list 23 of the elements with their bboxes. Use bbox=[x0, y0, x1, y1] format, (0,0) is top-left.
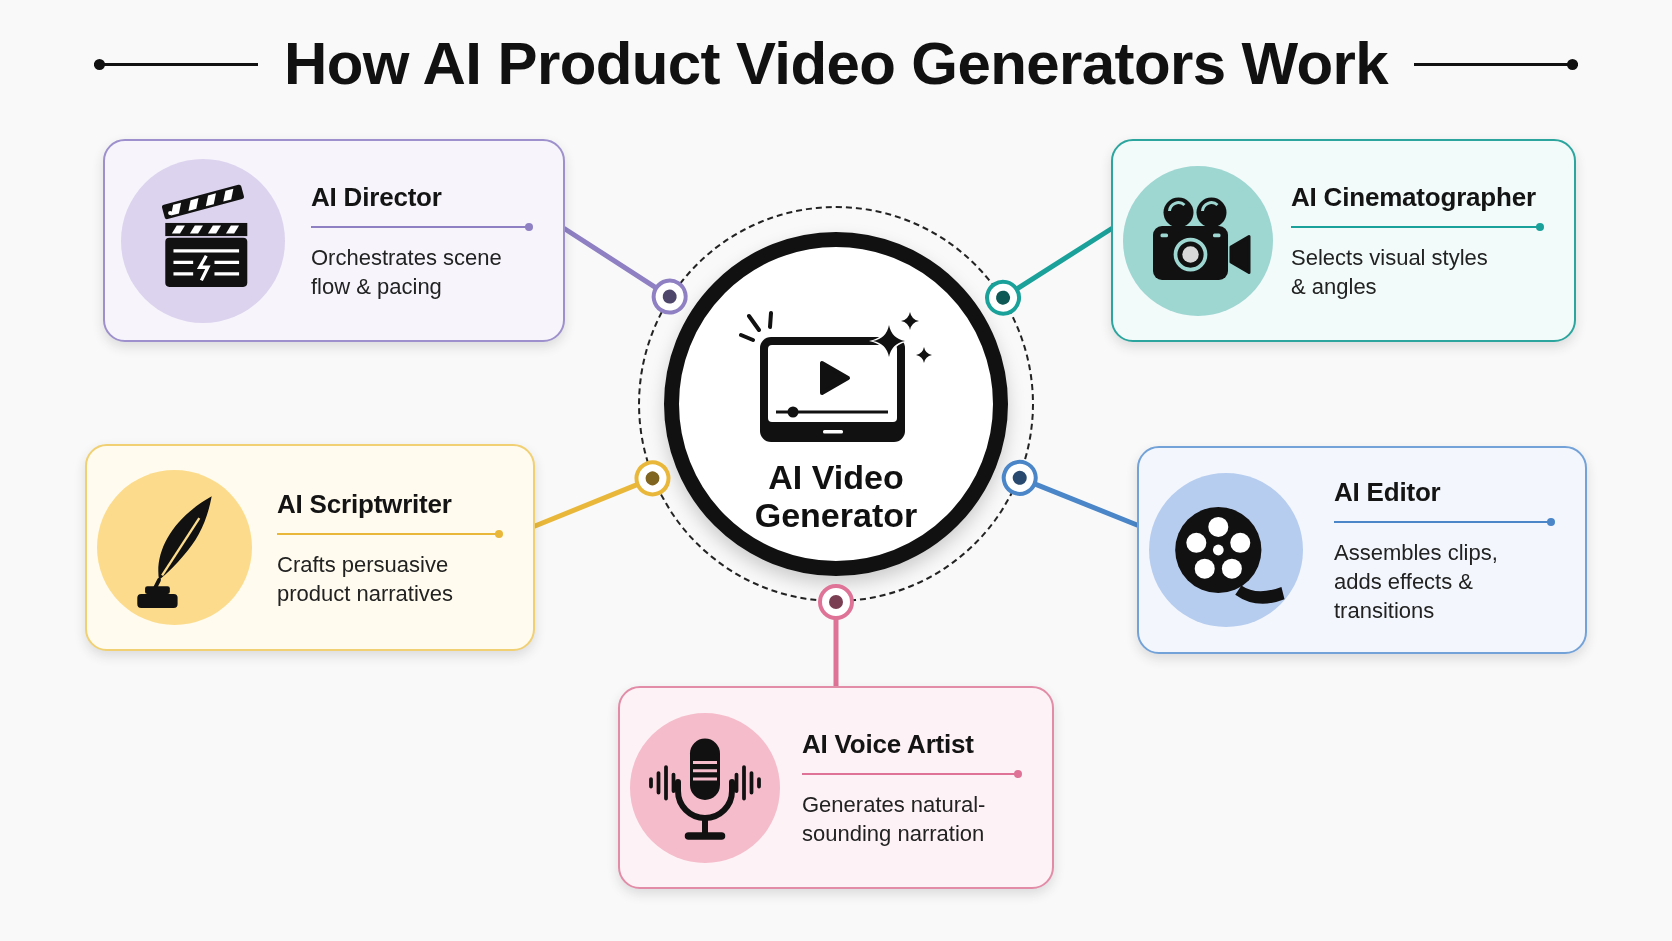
hub-circle bbox=[638, 206, 1034, 602]
card-heading: AI Director bbox=[311, 180, 442, 213]
connector bbox=[818, 584, 854, 689]
role-card bbox=[85, 444, 535, 651]
card-description: Crafts persuasive product narratives bbox=[277, 550, 455, 608]
connector bbox=[562, 226, 688, 315]
card-heading: AI Voice Artist bbox=[802, 727, 974, 760]
card-description: Generates natural-sounding narration bbox=[802, 790, 987, 848]
connector bbox=[985, 226, 1114, 316]
card-heading: AI Cinematographer bbox=[1291, 180, 1536, 213]
title: How AI Product Video Generators Work bbox=[283, 29, 1389, 99]
role-card bbox=[103, 139, 565, 342]
card-heading: AI Scriptwriter bbox=[277, 487, 452, 520]
connector bbox=[532, 460, 671, 529]
card-description: Assembles clips, adds effects & transitions bbox=[1334, 538, 1499, 625]
card-description: Orchestrates scene flow & pacing bbox=[311, 243, 503, 301]
role-card bbox=[618, 686, 1054, 889]
hub-label: AI Video Generator bbox=[753, 458, 919, 534]
role-card bbox=[1111, 139, 1576, 342]
card-description: Selects visual styles & angles bbox=[1291, 243, 1489, 301]
card-heading: AI Editor bbox=[1334, 475, 1441, 508]
connector bbox=[1001, 459, 1140, 528]
role-card bbox=[1137, 446, 1587, 654]
